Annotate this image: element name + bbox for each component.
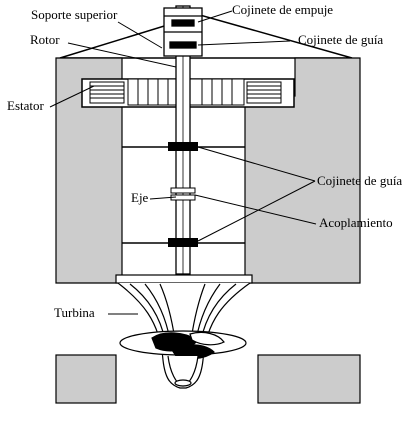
stator-right xyxy=(246,81,282,104)
housing-walls xyxy=(55,57,361,404)
label-cojinete-guia-top: Cojinete de guía xyxy=(298,32,383,47)
label-cojinete-empuje: Cojinete de empuje xyxy=(232,2,333,17)
label-soporte-superior: Soporte superior xyxy=(31,7,118,22)
label-cojinete-guia-mid: Cojinete de guía xyxy=(317,173,402,188)
turbine xyxy=(115,274,253,389)
labels: Soporte superior Cojinete de empuje Coji… xyxy=(7,2,402,320)
stator-left xyxy=(89,81,125,104)
label-turbina: Turbina xyxy=(54,305,95,320)
upper-support xyxy=(59,14,353,59)
label-eje: Eje xyxy=(131,190,149,205)
label-rotor: Rotor xyxy=(30,32,60,47)
leader-lines xyxy=(49,10,317,315)
label-acoplamiento: Acoplamiento xyxy=(319,215,393,230)
label-estator: Estator xyxy=(7,98,44,113)
guide-bearing-mid xyxy=(168,142,198,247)
shaft xyxy=(175,5,191,275)
thrust-bearing-housing xyxy=(163,7,203,57)
